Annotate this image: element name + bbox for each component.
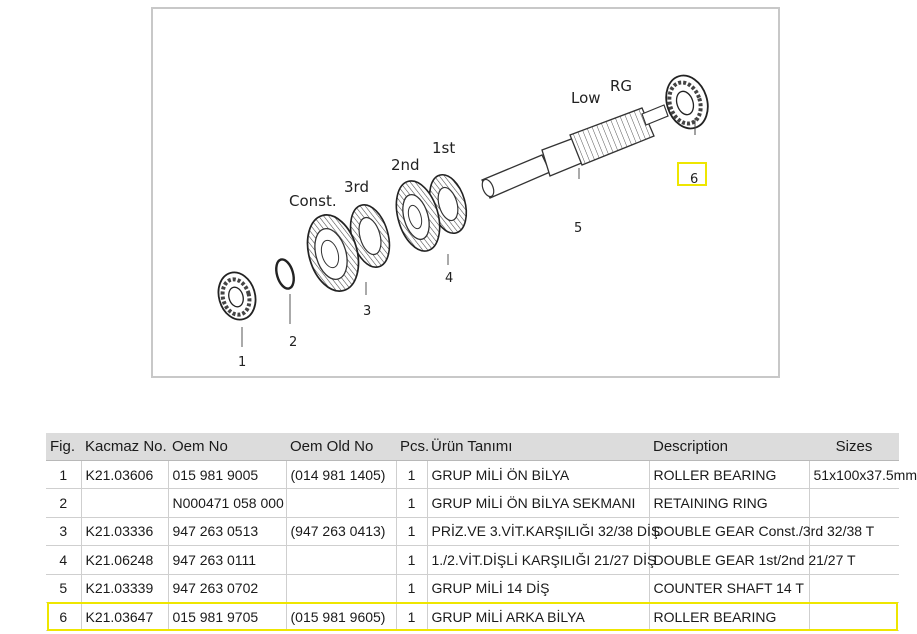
cell-kacmaz-no: K21.03339 [81,574,169,603]
rear-roller-bearing [665,74,709,135]
cell-fig: 5 [46,574,82,603]
cell-oem-no: 947 263 0513 [168,517,287,547]
header-fig: Fig. [46,433,81,461]
double-gear-1st-2nd [395,173,468,265]
callout-4: 4 [445,271,453,286]
header-urun-tanimi: Ürün Tanımı [427,433,649,461]
retaining-ring [275,258,295,324]
cell-kacmaz-no [81,488,169,518]
label-rg: RG [610,77,632,95]
cell-kacmaz-no: K21.03606 [81,460,169,490]
cell-description: ROLLER BEARING [649,602,810,632]
header-oem-old-no: Oem Old No [286,433,396,461]
cell-sizes [809,488,899,518]
table-row: 5 K21.03339 947 263 0702 1 GRUP MİLİ 14 … [46,574,899,603]
cell-pcs: 1 [396,574,428,603]
label-1st: 1st [432,139,455,157]
cell-pcs: 1 [396,602,428,632]
callout-3: 3 [363,304,371,319]
cell-oem-old-no: (947 263 0413) [286,517,397,547]
cell-pcs: 1 [396,488,428,518]
table-row: 1 K21.03606 015 981 9005 (014 981 1405) … [46,460,917,490]
front-roller-bearing [217,271,257,347]
cell-oem-old-no: (015 981 9605) [286,602,397,632]
cell-kacmaz-no: K21.06248 [81,545,169,575]
callout-5: 5 [574,221,582,236]
cell-fig: 2 [46,488,82,518]
cell-oem-old-no [286,488,397,518]
exploded-diagram: Const. 3rd 2nd 1st Low RG 1 2 3 4 5 6 [151,7,780,378]
cell-sizes [809,517,899,547]
cell-description: RETAINING RING [649,488,810,518]
header-oem-no: Oem No [168,433,286,461]
table-row: 2 N000471 058 000 1 GRUP MİLİ ÖN BİLYA S… [46,488,899,518]
callout-6: 6 [690,172,698,187]
cell-oem-no: 015 981 9705 [168,602,287,632]
cell-urun-tanimi: GRUP MİLİ ARKA BİLYA [427,602,650,632]
table-row: 3 K21.03336 947 263 0513 (947 263 0413) … [46,517,899,547]
cell-sizes [809,574,899,603]
cell-description: DOUBLE GEAR 1st/2nd 21/27 T [649,545,856,575]
cell-description: ROLLER BEARING [649,460,810,490]
header-kacmaz-no: Kacmaz No. [81,433,168,461]
cell-kacmaz-no: K21.03336 [81,517,169,547]
cell-oem-no: 015 981 9005 [168,460,287,490]
cell-urun-tanimi: PRİZ.VE 3.VİT.KARŞILIĞI 32/38 DİŞ [427,517,660,547]
header-description: Description [649,433,809,461]
label-low: Low [571,89,601,107]
cell-urun-tanimi: GRUP MİLİ ÖN BİLYA [427,460,650,490]
callout-1: 1 [238,355,246,370]
header-sizes: Sizes [809,433,899,461]
cell-sizes: 51x100x37.5mm [809,460,917,490]
cell-description: DOUBLE GEAR Const./3rd 32/38 T [649,517,874,547]
cell-urun-tanimi: 1./2.VİT.DİŞLİ KARŞILIĞI 21/27 DİŞ [427,545,656,575]
cell-pcs: 1 [396,517,428,547]
table-row: 4 K21.06248 947 263 0111 1 1./2.VİT.DİŞL… [46,545,899,575]
label-3rd: 3rd [344,178,369,196]
double-gear-const-3rd [306,204,391,295]
cell-sizes [809,602,899,632]
header-pcs: Pcs. [396,433,429,461]
callout-2: 2 [289,335,297,350]
cell-oem-no: N000471 058 000 [168,488,287,518]
cell-sizes [809,545,899,575]
table-row: 6 K21.03647 015 981 9705 (015 981 9605) … [46,602,899,632]
label-2nd: 2nd [391,156,420,174]
cell-oem-old-no [286,574,397,603]
cell-fig: 1 [46,460,82,490]
table-header-row: Fig. Kacmaz No. Oem No Oem Old No Pcs. Ü… [46,433,899,461]
cell-oem-old-no [286,545,397,575]
cell-pcs: 1 [396,545,428,575]
diagram-svg: Const. 3rd 2nd 1st Low RG 1 2 3 4 5 6 [217,74,709,370]
cell-fig: 4 [46,545,82,575]
cell-fig: 6 [46,602,82,632]
cell-description: COUNTER SHAFT 14 T [649,574,810,603]
label-const: Const. [289,192,337,210]
cell-urun-tanimi: GRUP MİLİ ÖN BİLYA SEKMANI [427,488,650,518]
parts-table: Fig. Kacmaz No. Oem No Oem Old No Pcs. Ü… [46,433,917,632]
counter-shaft [481,104,669,199]
cell-oem-no: 947 263 0111 [168,545,287,575]
cell-oem-no: 947 263 0702 [168,574,287,603]
cell-pcs: 1 [396,460,428,490]
cell-kacmaz-no: K21.03647 [81,602,169,632]
cell-fig: 3 [46,517,82,547]
cell-urun-tanimi: GRUP MİLİ 14 DİŞ [427,574,650,603]
cell-oem-old-no: (014 981 1405) [286,460,397,490]
